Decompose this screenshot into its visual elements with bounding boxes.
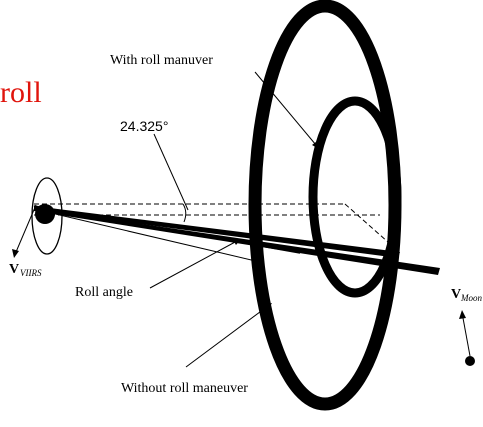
v-moon-label: V [451,287,461,302]
sightline-lower [33,208,261,263]
leader-with-roll-arrowhead [312,142,319,149]
leader-roll-angle-arrowhead [233,239,241,245]
angle-value-label: 24.325° [120,118,168,134]
title-fragment: roll [0,76,42,109]
leader-without-roll-arrowhead [264,303,272,310]
leader-angle [153,133,189,211]
dashed-line-diagonal [344,203,398,251]
viirs-velocity-arrowhead [12,249,19,258]
v-moon-subscript: Moon [460,293,482,303]
angle-arc [182,203,187,223]
inner-ring [308,96,402,298]
v-viirs-label: V [9,262,19,277]
v-viirs-subscript: VIIRS [20,268,42,278]
with-roll-label: With roll manuver [110,53,213,68]
viirs-velocity-line [15,204,37,253]
roll-angle-label: Roll angle [75,285,133,300]
leader-with-roll [254,71,317,146]
moon-velocity-line [462,317,471,357]
moon-velocity-arrowhead [459,310,466,319]
moon-dot [465,356,475,366]
outer-ring [248,0,402,411]
without-roll-label: Without roll maneuver [121,381,248,396]
leader-without-roll [185,305,269,368]
leader-roll-angle [149,240,238,289]
sightline-with-roll [34,206,400,258]
sightline-mid [33,205,301,254]
